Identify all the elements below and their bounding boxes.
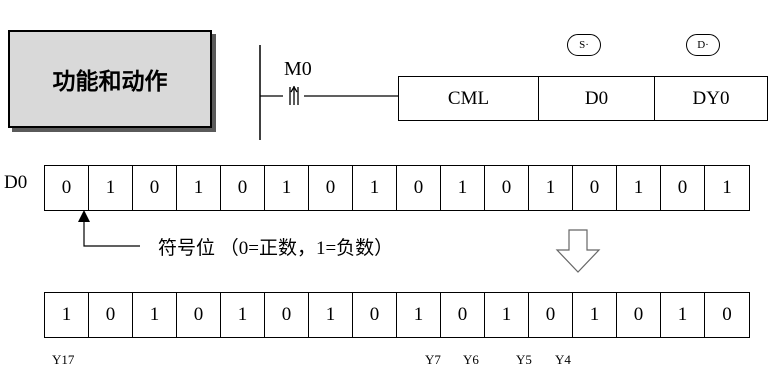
up-arrow-icon [78, 210, 90, 222]
result-bit-cell: 1 [397, 293, 441, 337]
ladder-diagram [259, 45, 398, 140]
output-label-y7: Y7 [425, 352, 441, 367]
source-bit-cell: 0 [573, 166, 617, 210]
result-bit-cell: 0 [177, 293, 221, 337]
instruction-name: CML [399, 77, 539, 120]
source-bit-cell: 1 [353, 166, 397, 210]
source-bit-cell: 1 [617, 166, 661, 210]
source-bit-cell: 1 [441, 166, 485, 210]
output-label-y6: Y6 [463, 352, 479, 367]
result-bit-cell: 0 [529, 293, 573, 337]
result-bit-cell: 0 [441, 293, 485, 337]
rising-edge-contact-icon [289, 85, 299, 105]
source-register-label: D0 [4, 172, 28, 193]
result-bit-cell: 0 [353, 293, 397, 337]
source-bit-cell: 0 [221, 166, 265, 210]
result-bit-cell: 1 [309, 293, 353, 337]
output-label-y17: Y17 [52, 352, 75, 367]
instruction-box: CML D0 DY0 [398, 76, 768, 121]
contact-label: M0 [284, 58, 312, 80]
result-bit-cell: 0 [265, 293, 309, 337]
output-label-y4: Y4 [555, 352, 571, 367]
result-bit-cell: 1 [661, 293, 705, 337]
down-arrow-icon [555, 229, 601, 273]
result-bit-cell: 0 [617, 293, 661, 337]
result-bit-cell: 0 [722, 304, 732, 325]
source-bit-cell: 1 [89, 166, 133, 210]
output-label-y5: Y5 [516, 352, 532, 367]
source-bit-cell: 0 [661, 166, 705, 210]
instruction-destination: DY0 [692, 87, 730, 109]
source-bit-cell: 0 [309, 166, 353, 210]
result-bit-cell: 1 [133, 293, 177, 337]
result-bit-cell: 1 [45, 293, 89, 337]
result-bit-cell: 1 [573, 293, 617, 337]
destination-operand-tag: D· [686, 34, 720, 56]
sign-bit-note: 符号位 （0=正数，1=负数） [158, 238, 394, 259]
source-bit-cell: 0 [45, 166, 89, 210]
result-bit-cell: 0 [89, 293, 133, 337]
source-bit-cell: 1 [177, 166, 221, 210]
source-bit-cell: 0 [485, 166, 529, 210]
result-bit-cell: 1 [221, 293, 265, 337]
source-bit-cell: 1 [529, 166, 573, 210]
source-bit-cell: 0 [133, 166, 177, 210]
source-bit-cell: 0 [397, 166, 441, 210]
instruction-source: D0 [539, 77, 655, 120]
source-bit-cell: 1 [722, 177, 732, 198]
function-title: 功能和动作 [8, 30, 212, 128]
result-bit-cell: 1 [485, 293, 529, 337]
source-bit-cell: 1 [265, 166, 309, 210]
source-operand-tag: S· [567, 34, 601, 56]
